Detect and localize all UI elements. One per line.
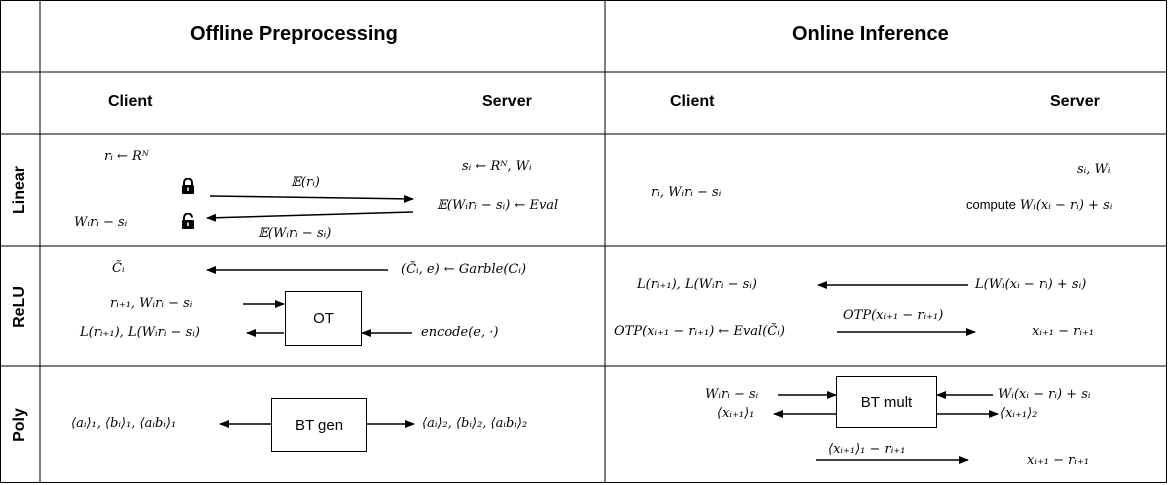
lock-closed-icon	[182, 178, 194, 194]
linear-online-server-s: sᵢ, Wᵢ	[1077, 162, 1111, 177]
bt-mult-box: BT mult	[836, 376, 937, 428]
relu-client-out: L(rᵢ₊₁), L(Wᵢrᵢ − sᵢ)	[80, 325, 200, 340]
role-online-client: Client	[670, 93, 715, 110]
relu-online-client-l: L(rᵢ₊₁), L(Wᵢrᵢ − sᵢ)	[637, 277, 757, 292]
role-online-server: Server	[1050, 93, 1100, 110]
linear-client-r: rᵢ ← Rᴺ	[104, 149, 149, 164]
relu-server-encode: encode(e, ·)	[421, 325, 499, 340]
linear-online-server-compute: compute Wᵢ(xᵢ − rᵢ) + sᵢ	[966, 197, 1112, 213]
header-offline: Offline Preprocessing	[190, 23, 398, 45]
poly-online-client-out: ⟨xᵢ₊₁⟩₁	[717, 406, 755, 421]
poly-online-result: xᵢ₊₁ − rᵢ₊₁	[1027, 453, 1090, 468]
relu-online-server-l: L(Wᵢ(xᵢ − rᵢ) + sᵢ)	[975, 277, 1087, 292]
row-label-linear: Linear	[11, 166, 28, 215]
relu-online-client-otp: OTP(xᵢ₊₁ − rᵢ₊₁) ← Eval(C̃ᵢ)	[614, 324, 785, 339]
linear-enc-r-label: 𝔼(rᵢ)	[291, 175, 320, 190]
linear-online-client: rᵢ, Wᵢrᵢ − sᵢ	[651, 185, 722, 200]
relu-client-in: rᵢ₊₁, Wᵢrᵢ − sᵢ	[110, 296, 193, 311]
linear-enc-w-label: 𝔼(Wᵢrᵢ − sᵢ)	[258, 226, 332, 241]
linear-client-w: Wᵢrᵢ − sᵢ	[74, 215, 128, 230]
bt-gen-box: BT gen	[271, 398, 367, 452]
linear-server-s: sᵢ ← Rᴺ, Wᵢ	[462, 159, 532, 174]
poly-online-arrow-label: ⟨xᵢ₊₁⟩₁ − rᵢ₊₁	[828, 442, 906, 457]
poly-online-server-in: Wᵢ(xᵢ − rᵢ) + sᵢ	[998, 387, 1091, 402]
compute-label: compute	[966, 197, 1016, 212]
compute-expression: Wᵢ(xᵢ − rᵢ) + sᵢ	[1019, 198, 1113, 213]
relu-server-garble: (C̃ᵢ, e) ← Garble(Cᵢ)	[401, 262, 527, 277]
ot-box: OT	[285, 291, 362, 346]
poly-server-shares: ⟨aᵢ⟩₂, ⟨bᵢ⟩₂, ⟨aᵢbᵢ⟩₂	[422, 416, 528, 431]
lock-open-icon	[182, 213, 194, 229]
row-label-relu: ReLU	[11, 286, 28, 328]
row-label-poly: Poly	[11, 408, 28, 442]
arrow-enc-w	[206, 211, 414, 222]
relu-client-c: C̃ᵢ	[112, 261, 125, 276]
role-offline-client: Client	[108, 93, 153, 110]
poly-online-client-in: Wᵢrᵢ − sᵢ	[705, 387, 759, 402]
header-online: Online Inference	[792, 23, 949, 45]
arrow-enc-r	[209, 194, 414, 203]
poly-client-shares: ⟨aᵢ⟩₁, ⟨bᵢ⟩₁, ⟨aᵢbᵢ⟩₁	[71, 416, 177, 431]
poly-online-server-out: ⟨xᵢ₊₁⟩₂	[1000, 406, 1038, 421]
relu-online-arrow-otp: OTP(xᵢ₊₁ − rᵢ₊₁)	[843, 308, 944, 323]
role-offline-server: Server	[482, 93, 532, 110]
linear-server-eval: 𝔼(Wᵢrᵢ − sᵢ) ← Eval	[437, 198, 559, 213]
relu-online-server-x: xᵢ₊₁ − rᵢ₊₁	[1032, 324, 1095, 339]
